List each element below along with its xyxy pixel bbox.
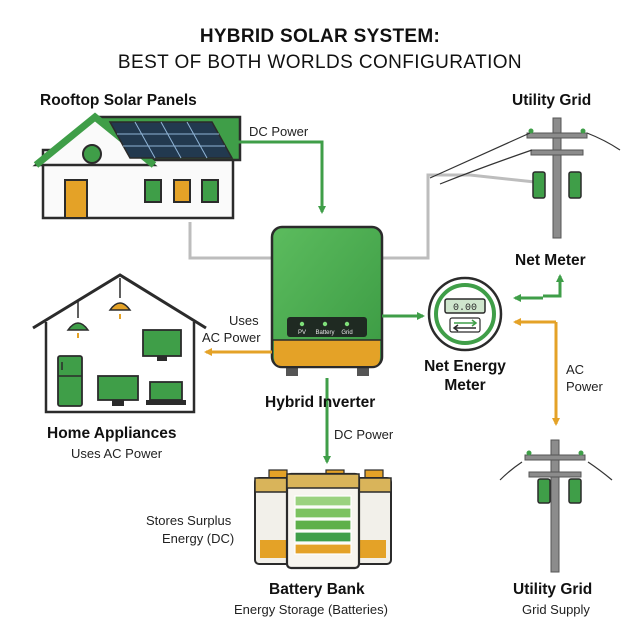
inverter-led-pv: PV [298, 330, 306, 336]
power-label: Power [566, 379, 603, 394]
dc-power-bottom-label: DC Power [334, 427, 394, 442]
net-meter-label: Net Meter [515, 252, 586, 269]
utility-grid-bottom-label: Utility Grid [513, 581, 593, 598]
battery-bank-sublabel: Energy Storage (Batteries) [234, 602, 388, 617]
net-energy-meter-label: Net Energy Meter [424, 358, 506, 394]
rooftop-label: Rooftop Solar Panels [40, 92, 197, 109]
home-appliances-sublabel: Uses AC Power [71, 446, 163, 461]
energy-dc-label: Energy (DC) [162, 531, 235, 546]
diagram-title: HYBRID SOLAR SYSTEM: [199, 26, 441, 47]
hybrid-inverter-icon: PV Battery Grid [270, 225, 384, 376]
gray-connection-lines [188, 173, 536, 260]
uses-label: Uses [229, 313, 259, 328]
battery-bank-label: Battery Bank [269, 581, 365, 598]
dc-power-arrow-top [232, 140, 326, 214]
net-energy-meter-icon: 0.00 [427, 276, 503, 352]
ac-power-home-label: AC Power [202, 330, 261, 345]
inverter-led-battery: Battery [315, 330, 334, 336]
utility-pole-bottom-icon [499, 439, 613, 573]
solar-panel-icon [108, 121, 234, 159]
hybrid-inverter-label: Hybrid Inverter [265, 394, 376, 411]
battery-bank-icon [254, 469, 392, 570]
grid-supply-label: Grid Supply [522, 602, 590, 617]
diagram-subtitle: BEST OF BOTH WORLDS CONFIGURATION [117, 52, 523, 73]
ac-label: AC [566, 362, 585, 377]
dc-power-top-label: DC Power [249, 124, 309, 139]
utility-pole-top-icon [429, 117, 621, 239]
stores-surplus-label: Stores Surplus [146, 513, 232, 528]
rooftop-house-icon [32, 112, 242, 220]
home-appliances-icon [32, 273, 207, 414]
meter-display: 0.00 [453, 303, 477, 314]
home-appliances-label: Home Appliances [47, 425, 177, 442]
meter-to-grid-arrow [543, 274, 564, 298]
inverter-led-grid: Grid [341, 330, 352, 336]
utility-grid-top-label: Utility Grid [512, 92, 592, 109]
